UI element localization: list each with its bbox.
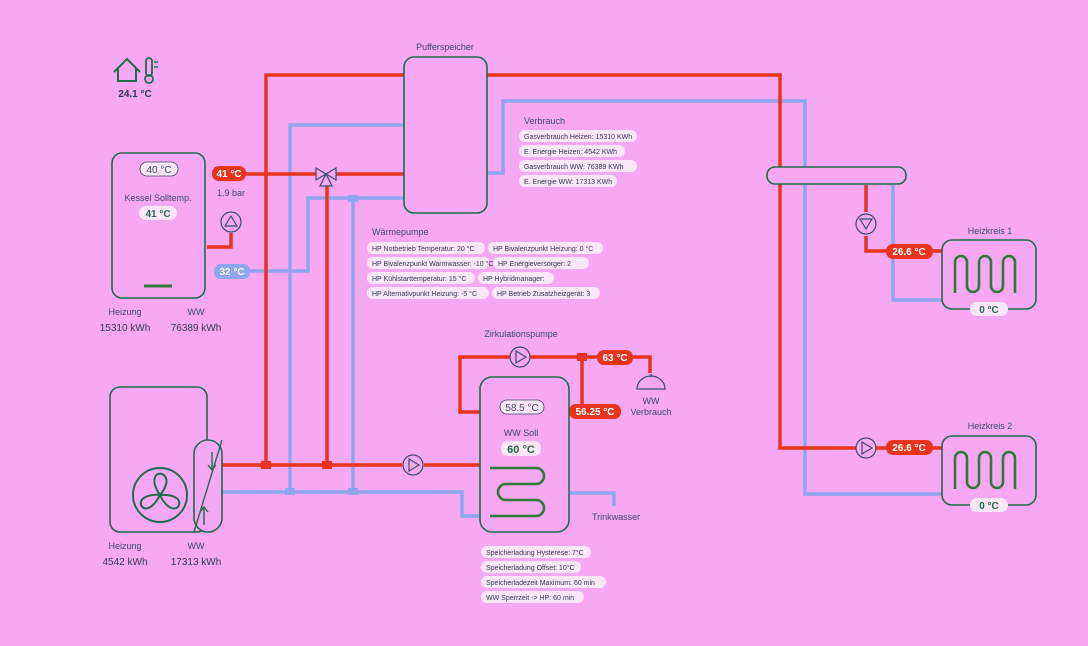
heizkreis1-value-pill bbox=[970, 302, 1008, 316]
ww-setting-item: Speicherladezeit Maximum: 60 min bbox=[486, 580, 595, 587]
heat-pump-unit bbox=[109, 386, 208, 533]
kessel-ww-label: WW bbox=[188, 307, 205, 317]
kessel-unit bbox=[111, 152, 206, 299]
heizkreis1-value: 0 °C bbox=[979, 305, 999, 316]
wp-item: HP Kühlstarttemperatur: 15 °C bbox=[372, 275, 467, 283]
wp-item: HP Alternativpunkt Heizung: -5 °C bbox=[372, 290, 477, 298]
kessel-pump-icon bbox=[220, 211, 242, 233]
zirkulation-temp: 63 °C bbox=[602, 353, 627, 364]
kessel-value-pill bbox=[139, 206, 177, 220]
wp-heizung-value: 4542 kWh bbox=[102, 557, 147, 568]
ww-heating-coil bbox=[490, 466, 546, 518]
kessel-supply-badge bbox=[212, 166, 246, 181]
heizkreis2-value-pill bbox=[970, 498, 1008, 512]
trinkwasser-label: Trinkwasser bbox=[592, 512, 640, 522]
ww-setting-item: Speicherladung Hysterese: 7°C bbox=[486, 549, 584, 557]
wp-item: HP Bivalenzpunkt Warmwasser: -10 °C bbox=[372, 260, 493, 268]
return-pipes bbox=[222, 99, 942, 518]
verbrauch-title: Verbrauch bbox=[524, 116, 565, 126]
ww-value: 60 °C bbox=[507, 444, 535, 456]
heizkreis2-value: 0 °C bbox=[979, 501, 999, 512]
ww-label: WW Soll bbox=[504, 428, 539, 438]
zirkulation-temp-badge bbox=[597, 350, 633, 365]
storage-temp-badge bbox=[569, 404, 621, 419]
heizkreis1-title: Heizkreis 1 bbox=[968, 226, 1013, 236]
kessel-return-temp: 32 °C bbox=[219, 267, 244, 278]
heizkreis2-pump-icon bbox=[855, 437, 877, 459]
house-thermometer-icon bbox=[113, 57, 158, 84]
wp-item: HP Notbetrieb Temperatur: 20 °C bbox=[372, 245, 475, 253]
wp-item: HP Energieversorger: 2 bbox=[498, 261, 571, 268]
ww-value-pill bbox=[501, 441, 541, 456]
tap-icon bbox=[636, 374, 666, 390]
ww-setpoint: 58.5 °C bbox=[505, 403, 538, 414]
wp-heizung-label: Heizung bbox=[108, 541, 141, 551]
kessel-supply-temp: 41 °C bbox=[216, 169, 241, 180]
heizkreis2-floor-heating-icon bbox=[953, 450, 1017, 490]
storage-temp: 56.25 °C bbox=[575, 407, 614, 418]
heizkreis2-supply-badge bbox=[886, 440, 933, 455]
room-temperature: 24.1 °C bbox=[118, 89, 151, 100]
ww-verbrauch-label-1: WW bbox=[643, 396, 660, 406]
ww-verbrauch-label-2: Verbrauch bbox=[630, 407, 671, 417]
kessel-pressure: 1.9 bar bbox=[217, 188, 245, 198]
heizkreis1-supply-badge bbox=[886, 244, 933, 259]
fan-icon bbox=[132, 467, 188, 523]
heat-exchanger-icon bbox=[193, 439, 223, 533]
waermepumpe-list: HP Notbetrieb Temperatur: 20 °C HP Bival… bbox=[367, 242, 603, 299]
zirkulation-title: Zirkulationspumpe bbox=[484, 329, 558, 339]
pipe-junctions bbox=[261, 195, 587, 495]
kessel-setpoint-pill bbox=[139, 161, 179, 177]
kessel-value: 41 °C bbox=[145, 209, 170, 220]
ww-setting-item: Speicherladung Offset: 10°C bbox=[486, 564, 575, 572]
heizkreis1-supply-temp: 26.6 °C bbox=[892, 247, 925, 258]
verbrauch-list: Gasverbrauch Heizen: 15310 KWh E. Energi… bbox=[519, 130, 637, 187]
zirkulation-pump-icon bbox=[509, 346, 531, 368]
puffer-tank bbox=[403, 56, 488, 214]
heizkreis1-floor-heating-icon bbox=[953, 254, 1017, 294]
verbrauch-item: E. Energie Heizen: 4542 KWh bbox=[524, 149, 617, 156]
kessel-heizung-label: Heizung bbox=[108, 307, 141, 317]
wp-item: HP Betrieb Zusatzheizgerät: 3 bbox=[497, 291, 590, 298]
wp-ww-value: 17313 kWh bbox=[171, 557, 222, 568]
heizkreis2-supply-temp: 26.6 °C bbox=[892, 443, 925, 454]
ww-setpoint-pill bbox=[499, 399, 545, 415]
kessel-label: Kessel Solltemp. bbox=[124, 193, 191, 203]
heizkreis1-pump-icon bbox=[855, 213, 877, 235]
ww-settings-list: Speicherladung Hysterese: 7°C Speicherla… bbox=[481, 546, 606, 603]
verbrauch-item: Gasverbrauch WW: 76389 KWh bbox=[524, 164, 624, 171]
heizkreis2-title: Heizkreis 2 bbox=[968, 421, 1013, 431]
waermepumpe-title: Wärmepumpe bbox=[372, 227, 429, 237]
three-way-valve-icon bbox=[315, 166, 337, 187]
ww-loading-pump-icon bbox=[402, 454, 424, 476]
kessel-heizung-value: 15310 kWh bbox=[100, 323, 151, 334]
kessel-ww-value: 76389 kWh bbox=[171, 323, 222, 334]
distributor-manifold bbox=[766, 166, 907, 185]
wp-item: HP Bivalenzpunkt Heizung: 0 °C bbox=[493, 245, 593, 253]
kessel-setpoint: 40 °C bbox=[146, 165, 171, 176]
kessel-return-badge bbox=[214, 264, 250, 279]
ww-setting-item: WW Sperrzeit -> HP: 60 min bbox=[486, 595, 574, 602]
wp-ww-label: WW bbox=[188, 541, 205, 551]
verbrauch-item: Gasverbrauch Heizen: 15310 KWh bbox=[524, 134, 632, 141]
verbrauch-item: E. Energie WW: 17313 KWh bbox=[524, 179, 612, 186]
puffer-title: Pufferspeicher bbox=[416, 42, 474, 52]
wp-item: HP Hybridmanager: bbox=[483, 276, 544, 283]
